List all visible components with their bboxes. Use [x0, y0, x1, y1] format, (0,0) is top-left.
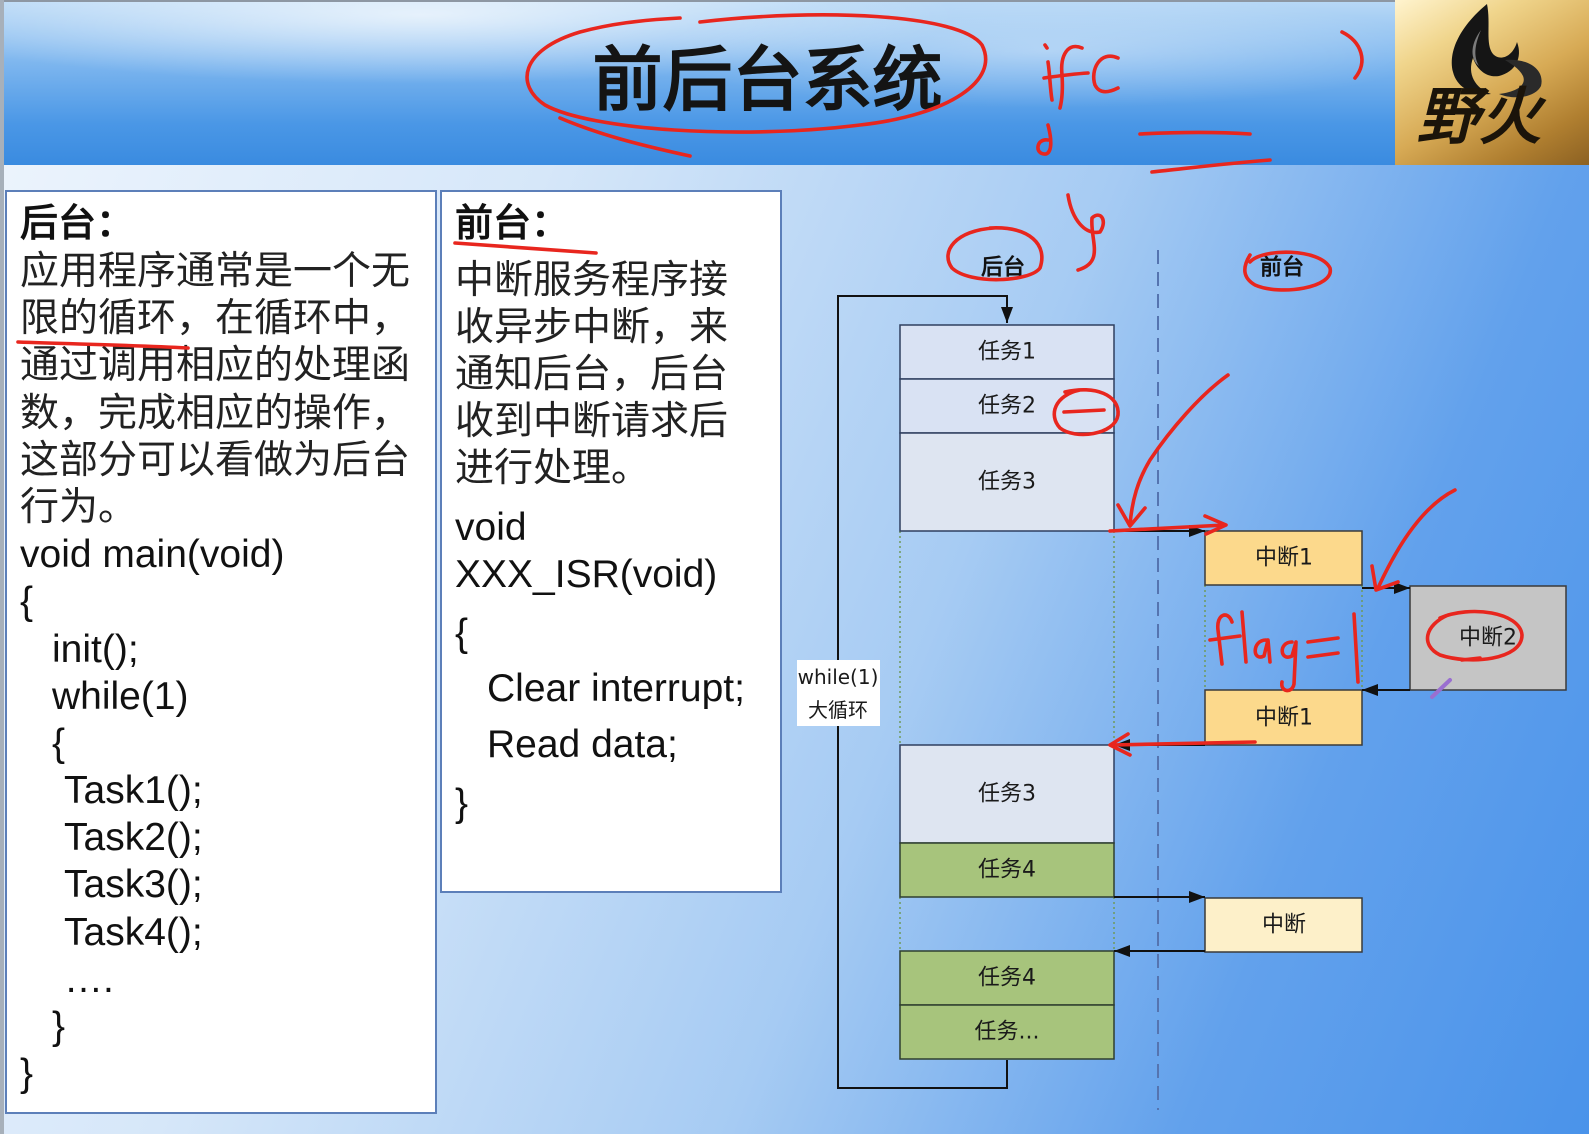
description-line: 数，完成相应的操作， — [20, 390, 411, 436]
code-line: { — [455, 611, 469, 655]
return-arrow — [1108, 732, 1257, 757]
background-label-circle — [946, 226, 1044, 282]
task-label: 任务4 — [978, 858, 1036, 883]
loop-label: while(1) 大循环 — [797, 660, 880, 726]
description-line: 应用程序通常是一个无 — [20, 249, 411, 294]
code-line: Read data; — [487, 722, 678, 766]
task-label: 任务2 — [978, 394, 1036, 419]
description-line: 进行处理。 — [455, 445, 651, 491]
panel-heading: 后台： — [20, 201, 135, 245]
ink-tick — [1460, 656, 1482, 662]
pen-cursor-icon — [1430, 678, 1452, 699]
handwritten-note-flag — [1208, 610, 1360, 693]
title-banner: 前后台系统 — [4, 0, 1395, 165]
flame-icon — [1451, 4, 1542, 98]
task-label: 任务1 — [978, 340, 1036, 365]
foreground-label-circle — [1243, 250, 1332, 292]
task-label: 任务3 — [978, 470, 1036, 495]
description-line: 限的循环，在循环中， — [20, 296, 411, 342]
task-block: 任务3 — [899, 744, 1115, 844]
description-line: 中断服务程序接 — [455, 257, 729, 303]
task-label: 任务... — [975, 1020, 1040, 1045]
loop-label-line: while(1) — [798, 665, 879, 689]
interrupt-block: 中断1 — [1204, 689, 1363, 746]
code-line: void — [455, 505, 527, 549]
code-line: …. — [64, 957, 114, 1001]
main-loop-arrow — [837, 295, 1013, 1089]
task2-mark — [1052, 387, 1120, 437]
brand-logo: 野火 — [1395, 0, 1589, 165]
foreground-column-label: 前台 — [1260, 255, 1304, 281]
task-block: 任务2 — [899, 378, 1115, 434]
nested-interrupt-circle — [1425, 609, 1524, 662]
interrupt-entry-arrow — [1108, 373, 1230, 536]
description-line: 收到中断请求后 — [455, 398, 729, 444]
task-label: 任务3 — [978, 782, 1036, 807]
description-line: 通过调用相应的处理函 — [20, 343, 411, 389]
loop-label-line: 大循环 — [808, 698, 868, 722]
logo-text: 野火 — [1417, 80, 1542, 153]
code-line: } — [20, 1052, 34, 1096]
foreground-panel: 前台： 中断服务程序接 收异步中断，来 通知后台，后台 收到中断请求后 进行处理… — [440, 190, 782, 893]
task-label: 任务4 — [978, 966, 1036, 991]
code-line: Task1(); — [64, 769, 203, 813]
code-line: Clear interrupt; — [487, 666, 745, 710]
task-block: 任务4 — [899, 842, 1115, 898]
task-block: 任务3 — [899, 432, 1115, 532]
interrupt-block: 中断1 — [1204, 530, 1363, 586]
description-line: 收异步中断，来 — [455, 304, 729, 350]
dotted-connectors — [899, 531, 1363, 951]
interrupt-label: 中断1 — [1255, 706, 1313, 731]
nested-interrupt-label: 中断2 — [1459, 626, 1517, 651]
interrupt-label: 中断 — [1262, 913, 1306, 938]
flow-arrows — [1114, 525, 1410, 957]
nested-interrupt-arrow — [1370, 488, 1457, 592]
code-line: init(); — [52, 627, 139, 671]
interrupt-block: 中断 — [1204, 897, 1363, 953]
background-column-label: 后台 — [981, 255, 1025, 281]
description-line: 行为。 — [20, 484, 138, 530]
task-block: 任务... — [899, 1004, 1115, 1060]
code-line: Task2(); — [64, 816, 203, 860]
slide-title: 前后台系统 — [592, 39, 943, 121]
description-line: 这部分可以看做为后台 — [20, 437, 411, 483]
code-line: Task3(); — [64, 863, 203, 907]
system-diagram: 后台 前台 任务1 任务2 — [797, 250, 1567, 1110]
code-line: } — [52, 1005, 66, 1048]
code-line: } — [455, 781, 469, 825]
interrupt-label: 中断1 — [1255, 546, 1313, 571]
nested-interrupt-block: 中断2 — [1409, 585, 1567, 691]
code-line: { — [52, 721, 66, 765]
task-block: 任务4 — [899, 950, 1115, 1006]
description-line: 通知后台，后台 — [455, 351, 729, 397]
window-edge — [0, 0, 4, 1134]
panel-heading: 前台： — [455, 201, 570, 245]
code-line: XXX_ISR(void) — [455, 552, 718, 596]
code-line: Task4(); — [64, 910, 203, 954]
background-panel: 后台： 应用程序通常是一个无 限的循环，在循环中， 通过调用相应的处理函 数，完… — [5, 190, 437, 1114]
task-block: 任务1 — [899, 324, 1115, 380]
code-line: void main(void) — [20, 533, 285, 577]
code-line: { — [20, 580, 34, 624]
code-line: while(1) — [52, 674, 189, 718]
